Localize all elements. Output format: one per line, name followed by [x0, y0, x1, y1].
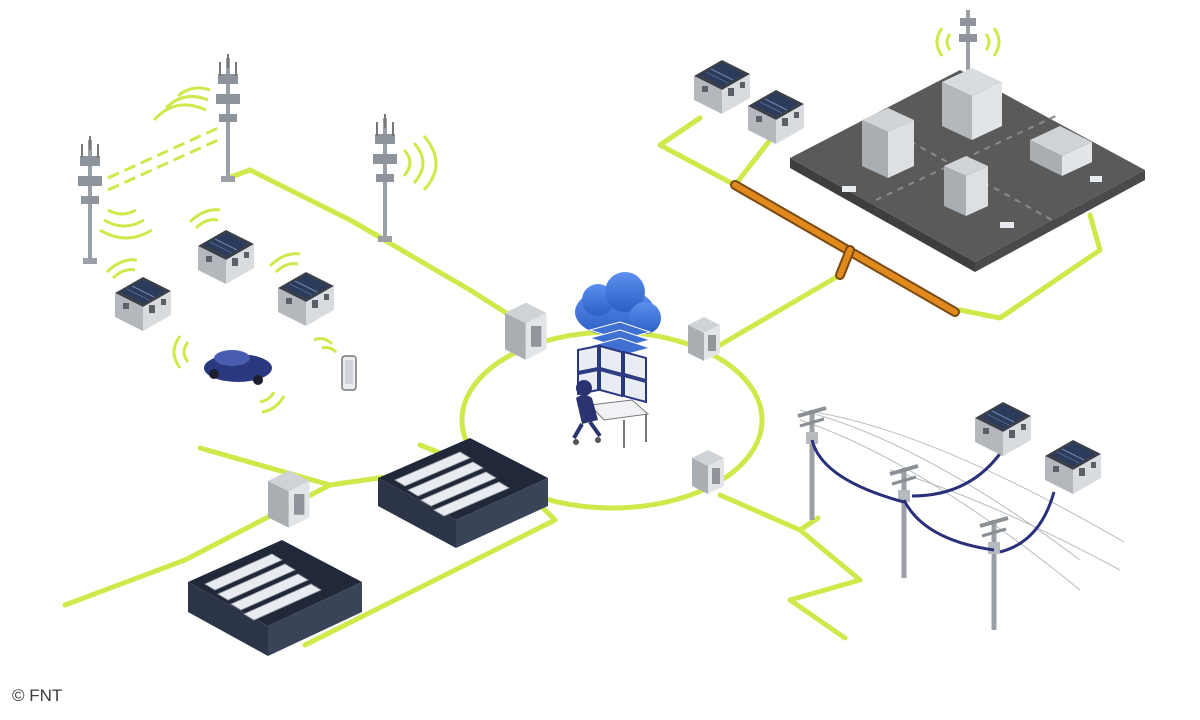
copper-duct — [730, 180, 960, 317]
street-cabinet-icon — [688, 317, 720, 361]
fiber-to-houses — [657, 115, 738, 188]
cell-tower-icon — [152, 52, 242, 184]
house-solar-icon — [974, 401, 1032, 457]
house-solar-icon — [105, 258, 172, 332]
house-solar-icon — [188, 208, 255, 285]
copyright-notice: © FNT — [12, 686, 63, 705]
cell-tower-icon — [76, 134, 153, 266]
fiber-to-poles — [717, 492, 863, 641]
car-icon — [172, 335, 286, 414]
street-cabinet-icon — [268, 470, 310, 528]
power-lines — [799, 409, 1125, 591]
utility-pole-icon — [798, 408, 826, 520]
data-center-icon — [378, 438, 548, 548]
smartphone-icon — [313, 337, 357, 391]
utility-pole-icon — [890, 466, 918, 578]
house-solar-icon — [268, 252, 335, 327]
utility-pole-icon — [980, 518, 1008, 630]
data-center-icon — [188, 540, 362, 656]
operator-workstation-icon — [572, 344, 650, 448]
house-solar-icon — [693, 59, 751, 115]
cell-tower-icon — [371, 112, 438, 244]
house-solar-icon — [747, 89, 805, 145]
cloud-icon — [575, 272, 661, 357]
microwave-link — [107, 126, 219, 192]
fiber-to-towers — [225, 167, 528, 328]
street-cabinet-icon — [504, 302, 547, 360]
house-solar-icon — [1044, 439, 1102, 495]
city-block-icon — [790, 68, 1145, 272]
fiber-to-city — [717, 272, 843, 348]
street-cabinet-icon — [692, 450, 724, 494]
power-cables — [810, 439, 1056, 554]
cell-tower-icon — [935, 10, 1001, 70]
